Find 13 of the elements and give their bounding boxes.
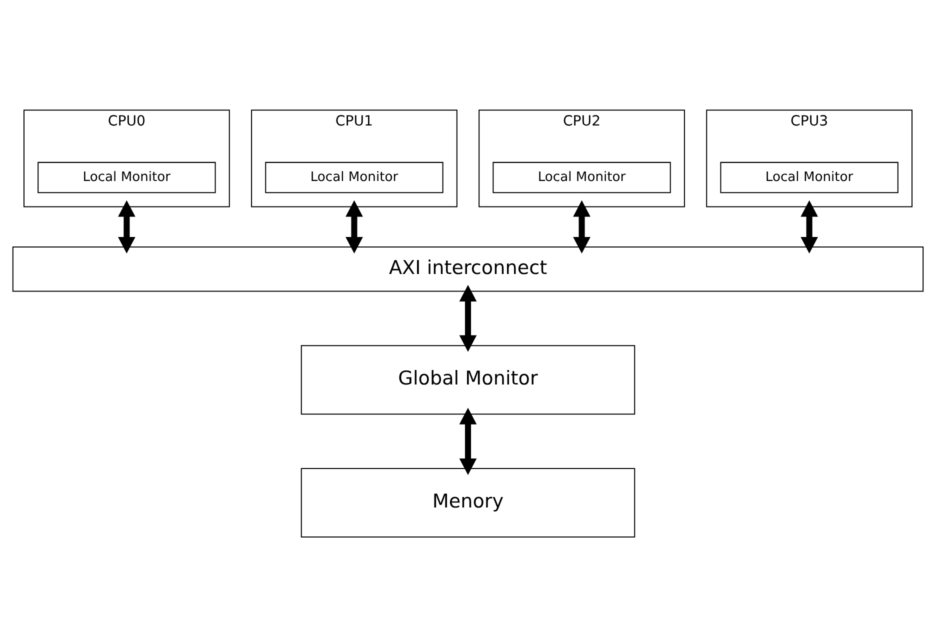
node-box: Local Monitor — [265, 162, 444, 194]
arrow — [346, 200, 363, 254]
node-box: Global Monitor — [300, 345, 636, 415]
arrow — [573, 200, 590, 254]
arrow — [800, 200, 818, 254]
arrow — [118, 200, 136, 254]
arrow — [459, 284, 477, 352]
node-box: Local Monitor — [492, 162, 671, 194]
node-box: Local Monitor — [38, 162, 216, 194]
node-box: AXI interconnect — [12, 246, 924, 292]
node-box: Local Monitor — [720, 162, 898, 194]
arrow — [459, 408, 477, 475]
node-box: Menory — [300, 468, 636, 538]
